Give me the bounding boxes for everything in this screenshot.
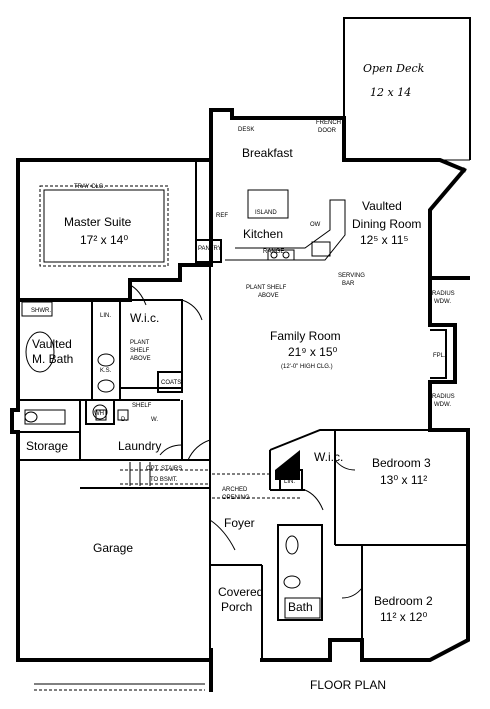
vaulted-mbath-label-2: M. Bath <box>32 352 73 366</box>
range-note: RANGE <box>263 249 284 255</box>
wic-plant-shelf-note: PLANT <box>130 340 150 346</box>
dining-vaulted-label: Vaulted <box>362 199 402 213</box>
plant-shelf-above-note-2: ABOVE <box>258 293 279 299</box>
bedroom2-label: Bedroom 2 <box>374 594 433 608</box>
bedroom3-wic-label: W.i.c. <box>314 450 343 464</box>
laundry-label: Laundry <box>118 439 161 453</box>
floor-plan-title: FLOOR PLAN <box>310 678 386 692</box>
open-deck-dims: 12 x 14 <box>370 86 411 99</box>
garage-door <box>34 683 205 691</box>
kitchen-fixtures <box>225 189 346 261</box>
bedroom2-dims: 11² x 12⁰ <box>380 610 427 624</box>
lin-note: LIN. <box>100 313 111 319</box>
wic-plant-shelf-note-2: SHELF <box>130 348 150 354</box>
exterior-walls <box>10 108 470 692</box>
arched-opening-note-2: OPENING <box>222 495 250 501</box>
bath-label: Bath <box>288 600 313 614</box>
pantry-note: PANTRY <box>198 246 222 252</box>
tray-ceiling-outline <box>39 185 169 267</box>
radius-wdw-bot-note-2: WDW. <box>434 402 451 408</box>
dryer-note: D. <box>121 417 127 423</box>
washer-note: W. <box>151 417 158 423</box>
tray-clg-note: TRAY CLG. <box>74 184 105 190</box>
door-swings <box>129 284 363 599</box>
storage-label: Storage <box>26 439 68 453</box>
room-labels: Open Deck 12 x 14 Breakfast Vaulted Dini… <box>26 62 433 692</box>
serving-bar-note: SERVING <box>338 273 365 279</box>
lin-closet-note: LIN. <box>284 479 295 485</box>
arched-opening-note: ARCHED <box>222 487 248 493</box>
covered-porch-label: Covered <box>218 585 263 599</box>
vaulted-mbath-label: Vaulted <box>32 337 72 351</box>
dining-room-label: Dining Room <box>352 217 421 231</box>
opt-stairs-note: OPT. STAIRS <box>146 466 182 472</box>
serving-bar-note-2: BAR <box>342 281 355 287</box>
wic-plant-shelf-note-3: ABOVE <box>130 356 151 362</box>
bath-fixtures <box>21 301 321 619</box>
radius-wdw-bot-note: RADIUS <box>432 394 455 400</box>
shwr-note: SHWR. <box>31 308 51 314</box>
master-suite-label: Master Suite <box>64 215 132 229</box>
bedroom3-label: Bedroom 3 <box>372 456 431 470</box>
breakfast-label: Breakfast <box>242 146 293 160</box>
bedroom3-dims: 13⁰ x 11² <box>380 473 427 487</box>
foyer-label: Foyer <box>224 516 255 530</box>
to-bsmt-note: TO BSMT. <box>150 477 178 483</box>
master-wic-label: W.i.c. <box>130 311 159 325</box>
plant-shelf-above-note: PLANT SHELF <box>246 285 287 291</box>
fixture-notes: DESK FRENCH DOOR TRAY CLG. ISLAND REF OW… <box>31 120 455 501</box>
ks-note: K.S. <box>100 368 112 374</box>
covered-porch-label-2: Porch <box>221 600 252 614</box>
french-door-note: FRENCH <box>316 120 341 126</box>
interior-walls <box>18 160 468 660</box>
master-suite-dims: 17² x 14⁰ <box>80 233 128 247</box>
open-deck-label: Open Deck <box>363 62 425 75</box>
stairs <box>120 462 210 486</box>
garage-label: Garage <box>93 541 133 555</box>
kitchen-label: Kitchen <box>243 227 283 241</box>
shelf-note: SHELF <box>132 403 152 409</box>
ow-note: OW <box>310 222 321 228</box>
coats-note: COATS <box>161 380 181 386</box>
family-room-label: Family Room <box>270 329 341 343</box>
lin-closet <box>275 450 303 491</box>
fireplace-note: FPL. <box>433 353 446 359</box>
dining-room-dims: 12⁵ x 11⁵ <box>360 233 408 247</box>
ref-note: REF <box>216 213 228 219</box>
radius-wdw-top-note: RADIUS <box>432 291 455 297</box>
family-room-ceiling-note: (12'-0" HIGH CLG.) <box>281 364 333 370</box>
family-room-dims: 21⁹ x 15⁰ <box>288 345 338 359</box>
desk-note: DESK <box>238 127 254 133</box>
island-note: ISLAND <box>255 210 277 216</box>
radius-wdw-top-note-2: WDW. <box>434 299 451 305</box>
wh-note: WH <box>94 411 104 417</box>
french-door-note-2: DOOR <box>318 128 337 134</box>
